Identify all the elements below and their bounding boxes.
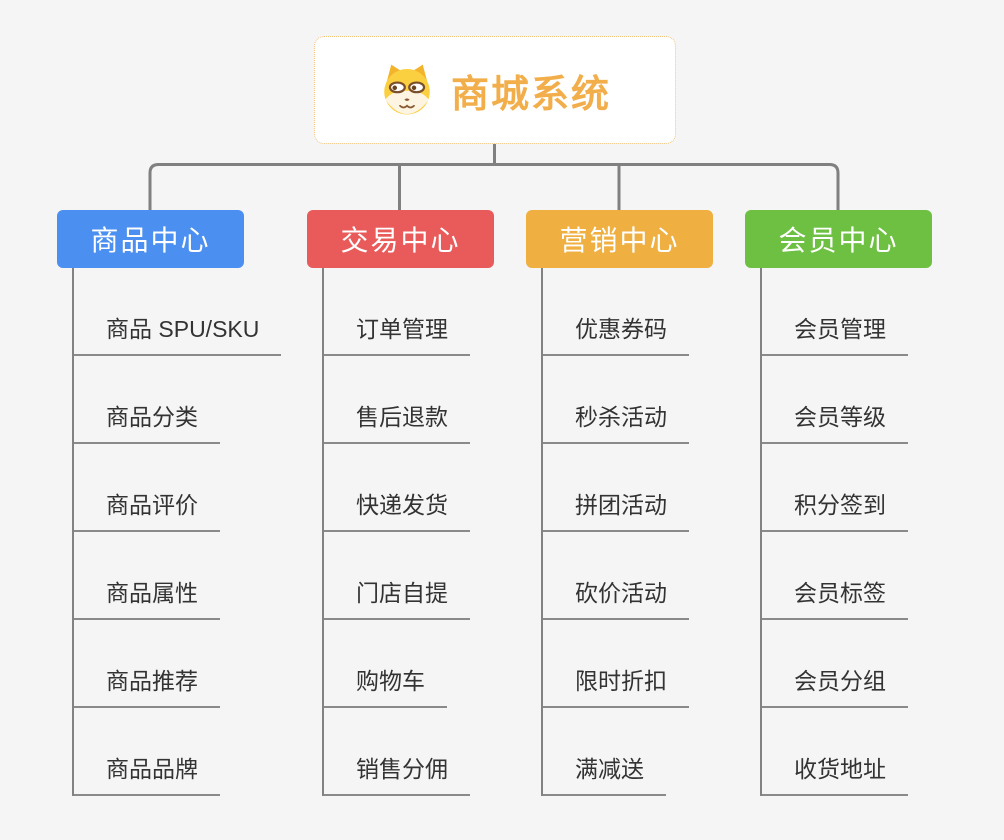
- branch-item-label: 会员分组: [762, 662, 908, 708]
- branch-item-label: 购物车: [324, 662, 447, 708]
- branch-item[interactable]: 售后退款: [324, 356, 494, 444]
- branch-label: 营销中心: [559, 225, 680, 256]
- dog-face-icon: [384, 64, 430, 115]
- branch-item[interactable]: 购物车: [324, 620, 494, 708]
- branch-item[interactable]: 优惠券码: [543, 268, 713, 356]
- branch-item-label: 积分签到: [762, 486, 908, 532]
- branch-item-label: 商品 SPU/SKU: [74, 310, 282, 356]
- branch-item-label: 商品评价: [74, 486, 220, 532]
- branch-item-list: 订单管理售后退款快递发货门店自提购物车销售分佣: [322, 268, 494, 796]
- branch-item[interactable]: 快递发货: [324, 444, 494, 532]
- branch-item-label: 砍价活动: [543, 574, 689, 620]
- branch-item-label: 满减送: [543, 750, 666, 796]
- branch-item-label: 商品分类: [74, 398, 220, 444]
- branch-item-label: 拼团活动: [543, 486, 689, 532]
- branch-box[interactable]: 营销中心: [526, 210, 713, 268]
- branch-box[interactable]: 商品中心: [57, 210, 244, 268]
- branch-column: 会员中心会员管理会员等级积分签到会员标签会员分组收货地址: [745, 210, 932, 796]
- branch-item-label: 快递发货: [324, 486, 470, 532]
- branch-item[interactable]: 销售分佣: [324, 708, 494, 796]
- branch-item-label: 销售分佣: [324, 750, 470, 796]
- branch-item-label: 收货地址: [762, 750, 908, 796]
- branch-item-list: 会员管理会员等级积分签到会员标签会员分组收货地址: [760, 268, 932, 796]
- branch-label: 交易中心: [340, 225, 461, 256]
- branch-item[interactable]: 商品品牌: [74, 708, 244, 796]
- branch-box[interactable]: 会员中心: [745, 210, 932, 268]
- branch-item[interactable]: 拼团活动: [543, 444, 713, 532]
- branch-item[interactable]: 满减送: [543, 708, 713, 796]
- branch-column: 交易中心订单管理售后退款快递发货门店自提购物车销售分佣: [307, 210, 494, 796]
- branch-item-label: 优惠券码: [543, 310, 689, 356]
- branch-label: 商品中心: [90, 225, 211, 256]
- branch-box[interactable]: 交易中心: [307, 210, 494, 268]
- branch-item-list: 商品 SPU/SKU 商品分类商品评价商品属性商品推荐商品品牌: [72, 268, 282, 796]
- root-node[interactable]: 商城系统: [314, 36, 676, 144]
- branch-item[interactable]: 积分签到: [762, 444, 932, 532]
- branch-item[interactable]: 秒杀活动: [543, 356, 713, 444]
- branch-item[interactable]: 商品分类: [74, 356, 244, 444]
- branch-item[interactable]: 商品推荐: [74, 620, 244, 708]
- branch-item[interactable]: 商品 SPU/SKU: [74, 268, 282, 356]
- branch-item-label: 售后退款: [324, 398, 470, 444]
- branch-item[interactable]: 订单管理: [324, 268, 494, 356]
- branch-item-list: 优惠券码秒杀活动拼团活动砍价活动限时折扣满减送: [541, 268, 713, 796]
- branch-item-label: 门店自提: [324, 574, 470, 620]
- branch-item-label: 会员管理: [762, 310, 908, 356]
- branch-item[interactable]: 商品评价: [74, 444, 244, 532]
- root-title: 商城系统: [450, 73, 611, 116]
- branch-item[interactable]: 收货地址: [762, 708, 932, 796]
- branch-item-label: 商品品牌: [74, 750, 220, 796]
- branch-item[interactable]: 商品属性: [74, 532, 244, 620]
- branch-column: 营销中心优惠券码秒杀活动拼团活动砍价活动限时折扣满减送: [526, 210, 713, 796]
- branch-item[interactable]: 会员等级: [762, 356, 932, 444]
- branch-item-label: 会员等级: [762, 398, 908, 444]
- branch-item-label: 商品属性: [74, 574, 220, 620]
- branch-item[interactable]: 限时折扣: [543, 620, 713, 708]
- branch-item-label: 订单管理: [324, 310, 470, 356]
- branch-item[interactable]: 会员标签: [762, 532, 932, 620]
- branch-item[interactable]: 门店自提: [324, 532, 494, 620]
- branch-item-label: 秒杀活动: [543, 398, 689, 444]
- branch-item-label: 会员标签: [762, 574, 908, 620]
- branch-item[interactable]: 砍价活动: [543, 532, 713, 620]
- branch-item[interactable]: 会员分组: [762, 620, 932, 708]
- branch-item-label: 商品推荐: [74, 662, 220, 708]
- branch-column: 商品中心商品 SPU/SKU 商品分类商品评价商品属性商品推荐商品品牌: [57, 210, 282, 796]
- branch-label: 会员中心: [778, 225, 899, 256]
- branch-item[interactable]: 会员管理: [762, 268, 932, 356]
- branch-item-label: 限时折扣: [543, 662, 689, 708]
